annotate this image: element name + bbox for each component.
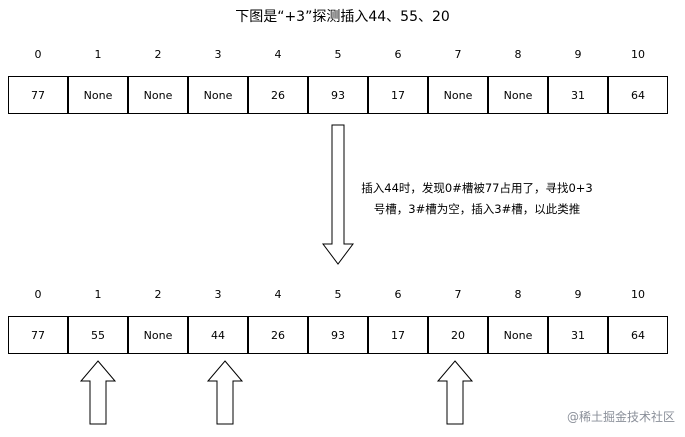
table-cell: None [488, 76, 548, 114]
table-cell: 55 [68, 316, 128, 354]
slot-index: 9 [574, 48, 582, 61]
watermark: @稀土掘金技术社区 [566, 410, 675, 424]
slot-index: 2 [154, 288, 162, 301]
slot-index: 3 [214, 48, 222, 61]
slot-index: 10 [631, 48, 645, 61]
table-cell: 93 [308, 76, 368, 114]
table-cell: 17 [368, 76, 428, 114]
table-cell: 77 [8, 76, 68, 114]
slot-index: 6 [394, 48, 402, 61]
table-cell: 26 [248, 76, 308, 114]
slot-index: 0 [34, 288, 42, 301]
slot-index: 6 [394, 288, 402, 301]
table-cell: None [68, 76, 128, 114]
table-cell: None [128, 316, 188, 354]
up-arrow-slot-3 [206, 360, 244, 425]
table-cell: 31 [548, 316, 608, 354]
table-cell: None [428, 76, 488, 114]
note-line-1: 插入44时，发现0#槽被77占用了，寻找0+3 [361, 181, 593, 195]
table-cell: 44 [188, 316, 248, 354]
table-cell: None [488, 316, 548, 354]
slot-index: 8 [514, 288, 522, 301]
table-cell: 26 [248, 316, 308, 354]
slot-index: 1 [94, 288, 102, 301]
note-line-2: 号槽，3#槽为空，插入3#槽，以此类推 [373, 202, 581, 216]
table-cell: 64 [608, 76, 668, 114]
slot-index: 2 [154, 48, 162, 61]
table-cell: 77 [8, 316, 68, 354]
slot-index: 7 [454, 288, 462, 301]
slot-index: 4 [274, 48, 282, 61]
down-arrow [322, 124, 354, 265]
slot-index: 1 [94, 48, 102, 61]
slot-index: 5 [334, 48, 342, 61]
table-cell: 31 [548, 76, 608, 114]
table-cell: None [128, 76, 188, 114]
table-cell: 93 [308, 316, 368, 354]
up-arrow-slot-7 [436, 360, 474, 425]
table-cell: 20 [428, 316, 488, 354]
slot-index: 10 [631, 288, 645, 301]
table-cell: None [188, 76, 248, 114]
slot-index: 3 [214, 288, 222, 301]
table-cell: 64 [608, 316, 668, 354]
insertion-note: 插入44时，发现0#槽被77占用了，寻找0+3 号槽，3#槽为空，插入3#槽，以… [342, 178, 612, 220]
slot-index: 8 [514, 48, 522, 61]
slot-index: 4 [274, 288, 282, 301]
slot-index: 9 [574, 288, 582, 301]
table-cell: 17 [368, 316, 428, 354]
diagram-title: 下图是“+3”探测插入44、55、20 [235, 9, 450, 25]
up-arrow-slot-1 [79, 360, 117, 425]
slot-index: 0 [34, 48, 42, 61]
slot-index: 7 [454, 48, 462, 61]
slot-index: 5 [334, 288, 342, 301]
